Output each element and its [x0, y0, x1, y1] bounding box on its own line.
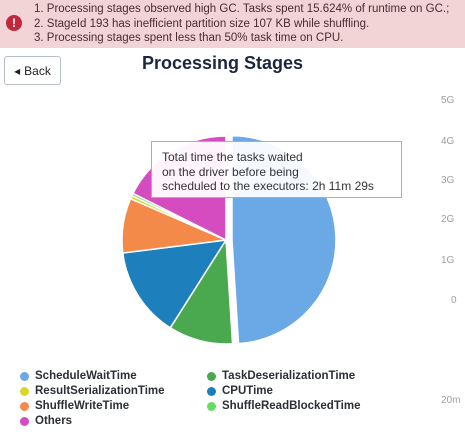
legend-item[interactable]: ScheduleWaitTime	[20, 370, 137, 382]
legend-swatch	[207, 386, 216, 396]
tooltip: Total time the tasks waited on the drive…	[151, 141, 402, 198]
tooltip-line: scheduled to the executors: 2h 11m 29s	[162, 179, 374, 193]
alert-banner: ! 1. Processing stages observed high GC.…	[0, 0, 465, 48]
axis-tick-label: 4G	[441, 136, 455, 147]
legend-swatch	[20, 386, 29, 396]
legend-swatch	[20, 416, 29, 426]
axis-tick-label: 3G	[441, 175, 455, 186]
alert-line: 3. Processing stages spent less than 50%…	[34, 32, 344, 44]
back-button-label: Back	[24, 63, 51, 78]
axis-tick-label: 1G	[441, 255, 455, 266]
chart-title: Processing Stages	[141, 53, 304, 73]
legend-label: ShuffleReadBlockedTime	[222, 400, 361, 412]
legend-item[interactable]: ResultSerializationTime	[20, 385, 165, 397]
legend-label: CPUTime	[222, 385, 273, 397]
chevron-left-icon: ◂	[14, 63, 21, 78]
legend-swatch	[20, 371, 29, 381]
legend-label: TaskDeserializationTime	[222, 370, 356, 382]
error-icon: !	[6, 15, 22, 31]
legend-swatch	[207, 371, 216, 381]
axis-tick-label: 20m	[441, 395, 461, 406]
legend-label: ResultSerializationTime	[35, 385, 165, 397]
pie-slice-CPUTime[interactable]	[121, 239, 228, 329]
legend-swatch	[207, 401, 216, 411]
legend-label: ScheduleWaitTime	[35, 370, 137, 382]
legend-item[interactable]: Others	[20, 415, 72, 427]
legend-label: ShuffleWriteTime	[35, 400, 130, 412]
legend-item[interactable]: ShuffleReadBlockedTime	[207, 400, 360, 412]
alert-messages: 1. Processing stages observed high GC. T…	[34, 2, 449, 46]
legend-item[interactable]: TaskDeserializationTime	[207, 370, 355, 382]
axis-tick-label: 5G	[441, 95, 455, 106]
alert-line: 1. Processing stages observed high GC. T…	[34, 3, 450, 15]
back-button[interactable]: ◂ Back	[4, 56, 61, 85]
tooltip-line: Total time the tasks waited	[162, 150, 303, 164]
axis-tick-label: 2G	[441, 214, 455, 225]
legend-item[interactable]: ShuffleWriteTime	[20, 400, 129, 412]
axis-tick-label: 0	[451, 295, 457, 306]
alert-line: 2. StageId 193 has inefficient partition…	[34, 17, 370, 30]
legend-item[interactable]: CPUTime	[207, 385, 273, 397]
tooltip-line: on the driver before being	[162, 164, 299, 179]
legend-swatch	[20, 401, 29, 411]
legend-label: Others	[35, 415, 73, 427]
